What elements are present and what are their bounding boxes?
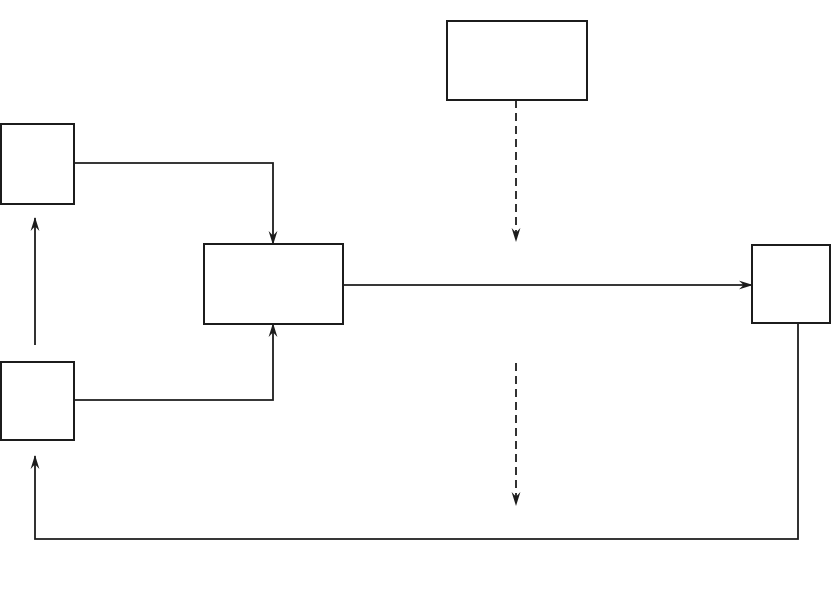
arrow-feedback-right-to-lower-left <box>30 323 799 540</box>
box-upper-left <box>0 123 75 205</box>
box-center <box>203 243 344 325</box>
box-right <box>751 244 831 324</box>
arrow-upper-left-to-center-top <box>74 162 278 245</box>
boxes-layer <box>0 20 831 441</box>
box-top-center <box>446 20 588 101</box>
box-lower-left <box>0 361 75 441</box>
connectors-layer <box>30 100 799 540</box>
arrow-lower-left-to-center-bottom <box>74 323 278 401</box>
